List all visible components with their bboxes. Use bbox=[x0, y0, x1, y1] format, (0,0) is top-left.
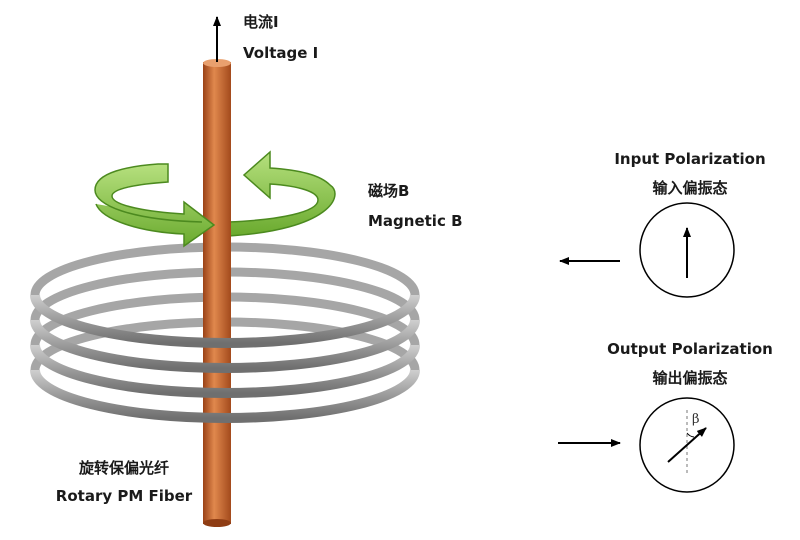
copper-wire-top bbox=[203, 59, 231, 67]
magnetic-field-arrow-front bbox=[94, 163, 216, 248]
rotation-angle-arc bbox=[686, 432, 695, 438]
copper-wire-bottom bbox=[203, 519, 231, 527]
rotation-angle-symbol: β bbox=[692, 412, 700, 427]
fiber-label-en: Rotary PM Fiber bbox=[55, 487, 193, 505]
magnetic-label-cn: 磁场B bbox=[368, 182, 410, 200]
output-polarization-label-en: Output Polarization bbox=[607, 340, 773, 358]
current-label-cn: 电流I bbox=[243, 13, 279, 31]
fiber-label-cn: 旋转保偏光纤 bbox=[78, 459, 170, 477]
output-polarization-label-cn: 输出偏振态 bbox=[652, 369, 728, 387]
output-polarization-vector bbox=[667, 427, 707, 463]
fiber-coil-front bbox=[30, 294, 420, 423]
magnetic-field-arrow-back bbox=[227, 150, 336, 237]
magnetic-label-en: Magnetic B bbox=[368, 212, 463, 230]
current-label-en: Voltage I bbox=[243, 44, 319, 62]
input-polarization-label-cn: 输入偏振态 bbox=[652, 179, 728, 197]
copper-wire bbox=[203, 62, 231, 524]
input-polarization-label-en: Input Polarization bbox=[614, 150, 766, 168]
